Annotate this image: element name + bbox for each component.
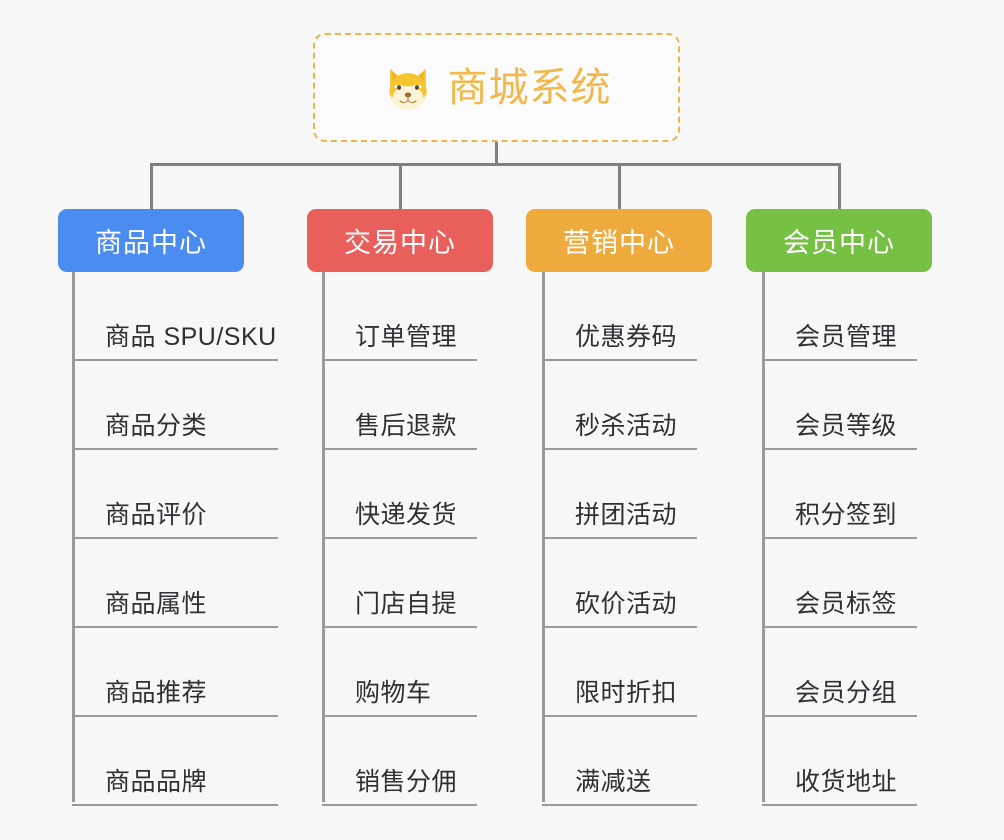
leaf-item[interactable]: 拼团活动: [542, 450, 697, 539]
leaf-item-label: 会员标签: [795, 590, 898, 618]
leaf-item[interactable]: 会员等级: [762, 361, 917, 450]
leaf-item-label: 订单管理: [355, 323, 458, 351]
leaf-item[interactable]: 商品 SPU/SKU: [72, 272, 278, 361]
leaf-item[interactable]: 满减送: [542, 717, 697, 806]
leaf-item[interactable]: 收货地址: [762, 717, 917, 806]
branch-header-1[interactable]: 交易中心: [307, 209, 493, 272]
connector-branch-stem-3: [838, 163, 841, 209]
leaf-item-label: 销售分佣: [355, 768, 458, 796]
leaf-item[interactable]: 会员标签: [762, 539, 917, 628]
leaf-item[interactable]: 商品评价: [72, 450, 278, 539]
leaf-item[interactable]: 优惠券码: [542, 272, 697, 361]
leaf-item-label: 售后退款: [355, 412, 458, 440]
branch-header-label: 会员中心: [783, 228, 895, 258]
leaf-item-label: 商品分类: [105, 412, 208, 440]
leaf-item[interactable]: 门店自提: [322, 539, 477, 628]
leaf-item-label: 拼团活动: [575, 501, 678, 529]
leaf-item[interactable]: 积分签到: [762, 450, 917, 539]
root-title: 商城系统: [447, 65, 612, 110]
leaf-item-label: 砍价活动: [575, 590, 678, 618]
connector-branch-stem-2: [618, 163, 621, 209]
connector-root-stem: [495, 142, 498, 164]
leaf-item[interactable]: 砍价活动: [542, 539, 697, 628]
leaf-item-label: 商品品牌: [105, 768, 208, 796]
leaf-item[interactable]: 会员管理: [762, 272, 917, 361]
branch-header-3[interactable]: 会员中心: [746, 209, 932, 272]
leaf-item[interactable]: 购物车: [322, 628, 477, 717]
branch-header-2[interactable]: 营销中心: [526, 209, 712, 272]
leaf-item-label: 商品推荐: [105, 679, 208, 707]
leaf-item[interactable]: 售后退款: [322, 361, 477, 450]
leaf-item-label: 秒杀活动: [575, 412, 678, 440]
leaf-item[interactable]: 销售分佣: [322, 717, 477, 806]
leaf-item-label: 商品 SPU/SKU: [105, 323, 277, 351]
leaf-item-label: 快递发货: [355, 501, 458, 529]
branch-header-label: 交易中心: [344, 228, 456, 258]
leaf-item-label: 会员分组: [795, 679, 898, 707]
leaf-item-label: 门店自提: [355, 590, 458, 618]
leaf-item-label: 满减送: [575, 768, 652, 796]
leaf-item[interactable]: 商品分类: [72, 361, 278, 450]
leaf-item[interactable]: 商品属性: [72, 539, 278, 628]
leaf-item-label: 会员等级: [795, 412, 898, 440]
leaf-item-label: 会员管理: [795, 323, 898, 351]
leaf-item[interactable]: 订单管理: [322, 272, 477, 361]
branch-header-0[interactable]: 商品中心: [58, 209, 244, 272]
connector-branch-stem-0: [150, 163, 153, 209]
leaf-item-label: 收货地址: [795, 768, 898, 796]
leaf-item[interactable]: 会员分组: [762, 628, 917, 717]
root-node[interactable]: 商城系统: [313, 33, 680, 142]
leaf-item[interactable]: 快递发货: [322, 450, 477, 539]
leaf-item-label: 商品属性: [105, 590, 208, 618]
leaf-item-label: 限时折扣: [575, 679, 678, 707]
branch-header-label: 营销中心: [563, 228, 675, 258]
leaf-item[interactable]: 商品推荐: [72, 628, 278, 717]
dog-face-icon: [382, 64, 434, 116]
leaf-item-label: 购物车: [355, 679, 432, 707]
connector-branch-stem-1: [399, 163, 402, 209]
leaf-item[interactable]: 商品品牌: [72, 717, 278, 806]
leaf-item-label: 优惠券码: [575, 323, 678, 351]
branch-header-label: 商品中心: [95, 228, 207, 258]
leaf-item[interactable]: 秒杀活动: [542, 361, 697, 450]
leaf-item-label: 积分签到: [795, 501, 898, 529]
connector-horizontal-bus: [150, 163, 840, 166]
leaf-item-label: 商品评价: [105, 501, 208, 529]
leaf-item[interactable]: 限时折扣: [542, 628, 697, 717]
